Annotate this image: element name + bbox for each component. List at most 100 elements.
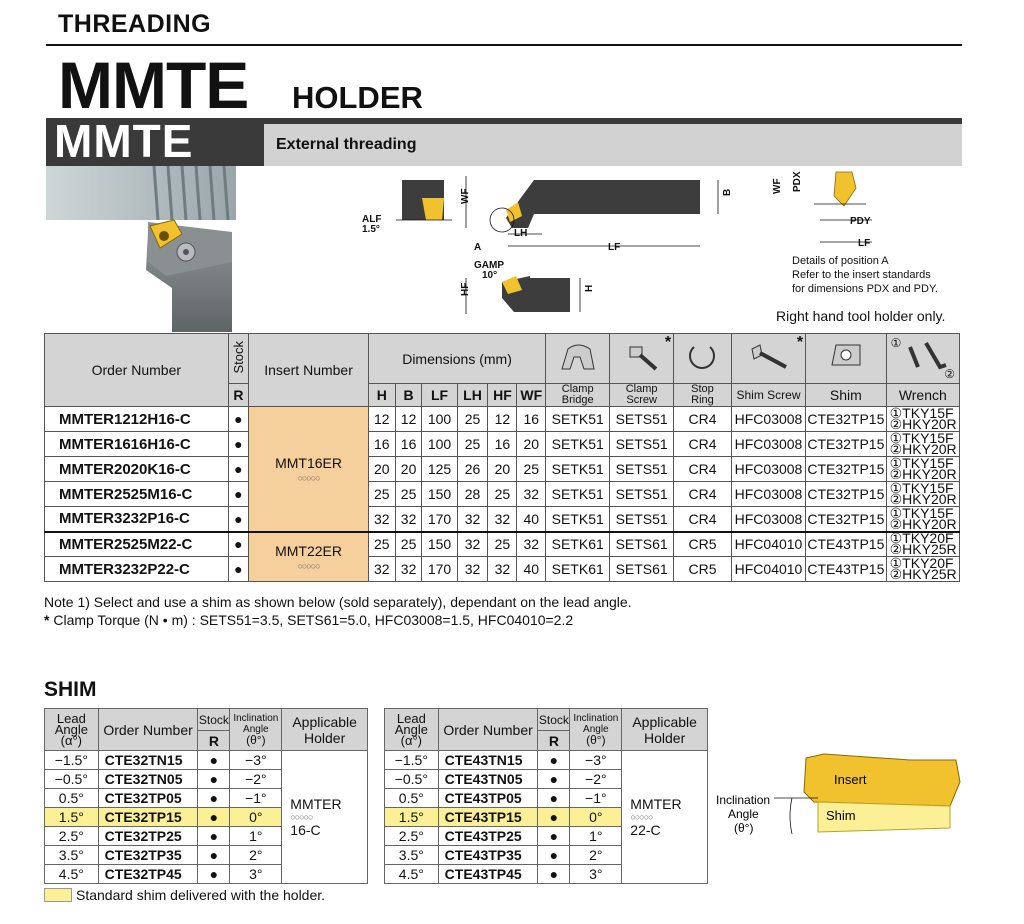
wrench-2: ②HKY20R [889, 491, 957, 507]
details-note-line: for dimensions PDX and PDY. [792, 283, 938, 295]
clamp-screw-cell: SETS51 [609, 506, 675, 532]
insert-number-cell: MMT22ER○○○○○ [248, 530, 369, 582]
dim-h-cell: 25 [367, 530, 396, 557]
wrench-2: ②HKY25R [889, 541, 957, 558]
dim-h-cell: 32 [367, 506, 396, 532]
dim-wf-cell: 16 [516, 406, 547, 432]
insert-number: MMT16ER [275, 454, 342, 471]
lead-angle-cell: −0.5° [384, 769, 439, 789]
dim-hf-cell: 16 [487, 431, 518, 457]
clamp-bridge-cell: SETK51 [545, 481, 611, 507]
inclination-cell: 1° [229, 826, 283, 846]
shim-screw-cell: HFC03008 [730, 456, 807, 482]
clamp-bridge-cell: SETK51 [545, 456, 611, 482]
shim-stock-cell: ● [537, 826, 571, 846]
shim-order-cell: CTE43TP35 [437, 845, 539, 865]
clamp-screw-cell: SETS51 [609, 431, 675, 457]
band-subtitle: External threading [276, 136, 417, 153]
dim-lf-cell: 100 [421, 406, 458, 432]
lead-angle-cell: 4.5° [384, 864, 439, 884]
inclination-label-1: Inclination [716, 793, 770, 807]
stop-ring-cell: CR5 [673, 556, 732, 582]
insert-label: Insert [834, 772, 867, 787]
label-lh: LH [514, 228, 527, 239]
dim-wf-cell: 40 [516, 506, 547, 532]
technical-diagram: ALF 1.5° WF B LF LH A GAMP 10° HF H PDY … [266, 166, 962, 334]
dim-wf-cell: 32 [516, 530, 547, 557]
dim-hf-cell: 25 [487, 530, 518, 557]
shim-stock-cell: ● [537, 788, 571, 808]
stop-ring-cell: CR5 [673, 530, 732, 557]
legend-swatch [44, 888, 72, 902]
label-alf: ALF [362, 214, 381, 225]
label-alf-value: 1.5° [362, 224, 380, 235]
clamp-screw-cell: SETS51 [609, 406, 675, 432]
dim-lh-cell: 25 [456, 406, 489, 432]
label-gamp: GAMP [474, 260, 504, 271]
shim-cell: CTE32TP15 [805, 406, 887, 432]
table-row: −1.5°CTE43TN15●−3°MMTER○○○○○22-C [384, 750, 708, 884]
torque-text: Clamp Torque (N • m) : SETS51=3.5, SETS6… [53, 612, 574, 628]
shim-order-cell: CTE32TN05 [97, 769, 199, 789]
shim-stock-cell: ● [197, 826, 231, 846]
stock-cell: ● [227, 481, 250, 507]
table-row: 1.5°CTE32TP15●0° [44, 807, 368, 827]
insert-number: MMT22ER [275, 542, 342, 559]
label-pdx: PDX [792, 171, 803, 192]
shim-stock-cell: ● [537, 845, 571, 865]
th-shim-order-number: Order Number [97, 708, 199, 751]
label-lf: LF [608, 242, 620, 253]
legend-text: Standard shim delivered with the holder. [76, 887, 326, 903]
holder-circles: ○○○○○ [290, 812, 313, 822]
shim-stock-cell: ● [197, 864, 231, 884]
clamp-bridge-icon [545, 333, 611, 384]
table-row: −0.5°CTE32TN05●−2° [44, 769, 368, 789]
shim-order-cell: CTE43TP05 [437, 788, 539, 808]
wrench-1: ①TKY20F [889, 555, 954, 571]
label-wf-detail: WF [772, 178, 783, 194]
star-mark: * [44, 612, 50, 628]
table-row: −1.5°CTE32TN15●−3°MMTER○○○○○16-C [44, 750, 368, 884]
wrench-mark-2: ② [944, 367, 955, 381]
th-dim-h: H [367, 383, 396, 407]
inclination-cell: −1° [569, 788, 623, 808]
wrench-1: ①TKY15F [889, 455, 954, 471]
dim-b-cell: 20 [394, 456, 423, 482]
dim-lh-cell: 32 [456, 530, 489, 557]
table-row: 4.5°CTE43TP45●3° [384, 864, 708, 884]
details-note: Details of position A Refer to the inser… [792, 254, 938, 296]
header-rule [46, 44, 962, 46]
right-hand-note: Right hand tool holder only. [776, 308, 946, 324]
table-row: −0.5°CTE43TN05●−2° [384, 769, 708, 789]
shim-cell: CTE32TP15 [805, 431, 887, 457]
stock-cell: ● [227, 456, 250, 482]
clamp-bridge-cell: SETK51 [545, 506, 611, 532]
wrench-icon: ① ② [885, 333, 961, 384]
dim-b-cell: 32 [394, 556, 423, 582]
dim-h-cell: 32 [367, 556, 396, 582]
shim-stock-cell: ● [537, 769, 571, 789]
section-title: THREADING [58, 10, 212, 38]
dim-wf-cell: 40 [516, 556, 547, 582]
th-dimensions: Dimensions (mm) [367, 333, 547, 384]
dim-hf-cell: 20 [487, 456, 518, 482]
dim-b-cell: 12 [394, 406, 423, 432]
shim-cell: CTE32TP15 [805, 481, 887, 507]
label-h: H [584, 285, 595, 292]
stop-ring-cell: CR4 [673, 481, 732, 507]
dim-hf-cell: 32 [487, 506, 518, 532]
wrench-2: ②HKY20R [889, 441, 957, 457]
inclination-cell: −3° [229, 750, 283, 770]
dim-b-cell: 25 [394, 481, 423, 507]
band-label: MMTE [54, 115, 194, 167]
th-dim-wf: WF [516, 383, 547, 407]
